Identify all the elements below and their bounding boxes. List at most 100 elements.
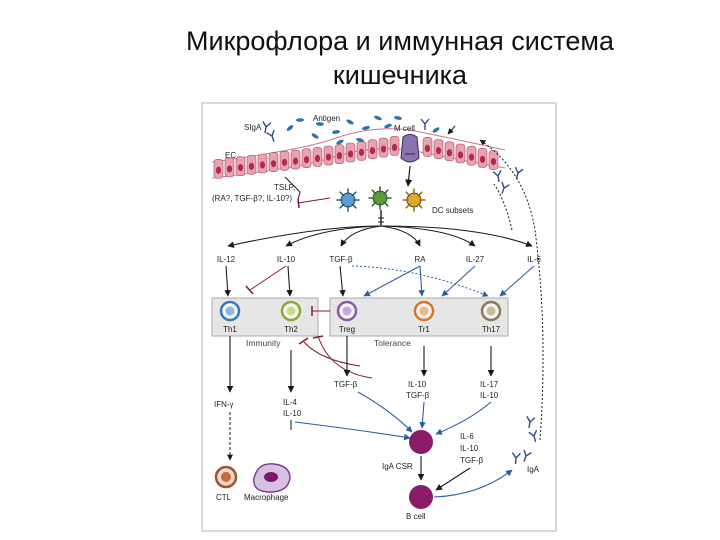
iga-strokes (266, 129, 275, 142)
iga-molecule (420, 118, 430, 130)
b-cell-upper (409, 430, 433, 454)
il10-inhibit-bar (245, 285, 254, 295)
m-cell (400, 134, 420, 163)
il12-to-th1 (224, 265, 231, 297)
b-signal-tgfb: TGF-β (460, 456, 484, 465)
antigen-particle (346, 119, 354, 125)
iga-transport-path (493, 183, 513, 231)
th17-to-bcell (435, 401, 492, 435)
th17-label: Th17 (482, 325, 501, 334)
iga-molecule (526, 416, 536, 429)
dc-dendrite (417, 191, 423, 197)
dc-dendrite (417, 203, 423, 209)
il10a-label: IL-10 (283, 409, 302, 418)
arrow-to-il6 (380, 225, 533, 247)
epithelial-nucleus (479, 155, 486, 163)
il10-inhibit-curve (317, 335, 373, 379)
cytokine-tgfb: TGF-β (329, 255, 353, 264)
m-cell-to-dc-arrow (405, 165, 413, 187)
iga-label: IgA (527, 465, 540, 474)
iga-molecule (492, 170, 502, 183)
th2-to-bcell (294, 421, 411, 441)
arrow-to-ra (380, 225, 421, 247)
epithelial-nucleus (424, 144, 431, 152)
il10-to-th2 (286, 265, 293, 297)
cytokine-il6: IL-6 (527, 255, 541, 264)
m-cell-label: M cell (394, 124, 415, 133)
dc-stem-ticks (378, 217, 384, 223)
dc-dendrite (371, 189, 377, 195)
tslp-factors-label: (RA?, TGF-β?, IL-10?) (212, 194, 292, 203)
antigen-particle (296, 118, 304, 122)
epithelial-nucleus (215, 166, 222, 174)
title-line-1: Микрофлора и иммунная система (186, 26, 614, 56)
iga-molecule (262, 121, 272, 134)
cytokine-il27: IL-27 (466, 255, 485, 264)
iga-strokes (523, 449, 532, 462)
iga-strokes (511, 452, 521, 465)
cytokine-il12: IL-12 (217, 255, 236, 264)
epithelial-nucleus (490, 158, 497, 166)
il10-inhibit-bar2 (312, 335, 324, 339)
tslp-inhibit-bar (297, 198, 300, 209)
iga-strokes (492, 170, 502, 183)
il4-label: IL-4 (283, 398, 297, 407)
dc-dendrite (351, 191, 357, 197)
macrophage-nucleus (264, 472, 278, 482)
iga-molecules (262, 118, 538, 465)
arrow-to-il10 (285, 225, 382, 247)
slide-title: Микрофлора и иммунная система кишечника (0, 24, 720, 92)
antigen-particle (374, 115, 382, 121)
tgf-label: TGF-β (334, 380, 358, 389)
epithelial-nucleus (281, 158, 288, 166)
antigen-particle (362, 125, 370, 131)
arrow-to-tgfb (340, 225, 382, 247)
antigen-particle (394, 116, 402, 120)
epithelial-nucleus (391, 143, 398, 151)
il27-to-tr1 (441, 265, 476, 297)
il17-label: IL-17 (480, 380, 499, 389)
antigen-particle (336, 139, 344, 145)
epithelial-nucleus (446, 149, 453, 157)
epithelial-nucleus (292, 157, 299, 165)
tolerance-label: Tolerance (374, 338, 411, 348)
b-cell-lower (409, 485, 433, 509)
th1-label: Th1 (223, 325, 237, 334)
iga-strokes (526, 416, 536, 429)
ra-to-tr1 (418, 265, 425, 297)
signals-to-bcell (435, 467, 471, 491)
immunity-label: Immunity (246, 338, 281, 348)
epithelial-nucleus (270, 160, 277, 168)
bcell-to-iga (433, 469, 513, 498)
epithelial-nucleus (457, 151, 464, 159)
antigen-particle (432, 127, 440, 133)
antigen-particle (286, 125, 294, 131)
th1-cell (219, 300, 241, 322)
iga-strokes (528, 429, 538, 442)
ctl-label: CTL (216, 493, 232, 502)
epithelial-nucleus (358, 148, 365, 156)
th2-label: Th2 (284, 325, 298, 334)
antigen-particle (332, 130, 340, 134)
epithelial-nucleus (347, 150, 354, 158)
tr1-to-bcell (419, 401, 426, 429)
tr1-cell (413, 300, 435, 322)
antigen-particle (356, 137, 364, 143)
il10c-label: IL-10 (480, 391, 499, 400)
iga-molecule (501, 181, 510, 194)
tgfb-to-treg (339, 265, 346, 297)
dc-dendrite (405, 191, 411, 197)
iga-strokes (262, 121, 272, 134)
dc-dendrite (339, 203, 345, 209)
iga-strokes (420, 118, 430, 130)
il10b-label: IL-10 (408, 380, 427, 389)
dc-dendrite (351, 203, 357, 209)
epithelial-nucleus (314, 154, 321, 162)
tr1-label: Tr1 (418, 325, 430, 334)
tgfb2-label: TGF-β (406, 391, 430, 400)
iga-csr-label: IgA CSR (382, 462, 413, 471)
ec-label: EC (225, 151, 236, 160)
epithelial-nucleus (369, 147, 376, 155)
il10-inhibit-th1 (249, 265, 287, 291)
